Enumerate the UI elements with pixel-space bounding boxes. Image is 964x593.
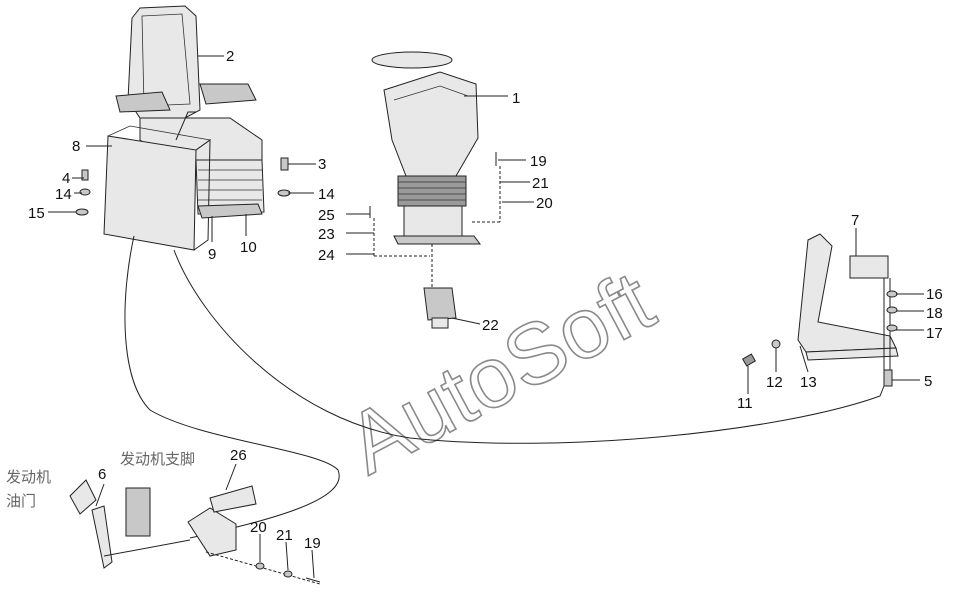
throttle-cable: [173, 249, 885, 444]
part-label-4: 4: [62, 170, 70, 187]
throttle-control-unit: [423, 244, 457, 329]
bolt-set-left-column: [369, 206, 430, 257]
part-label-20-bottom: 20: [250, 519, 267, 536]
engine-bracket-label: 发动机支脚: [120, 450, 195, 468]
part-label-24: 24: [318, 247, 335, 264]
part-label-7: 7: [851, 212, 859, 229]
engine-throttle-label-line2: 油门: [6, 492, 36, 510]
watermark: AutoSoft: [332, 253, 668, 493]
part-label-5: 5: [924, 373, 932, 390]
pedal-bracket: [741, 233, 899, 387]
part-label-3: 3: [318, 156, 326, 173]
part-label-14-left: 14: [55, 186, 72, 203]
part-label-26: 26: [230, 447, 247, 464]
part-label-22: 22: [482, 317, 499, 334]
part-label-12: 12: [766, 374, 783, 391]
part-label-11: 11: [737, 395, 753, 412]
part-label-9: 9: [208, 246, 216, 263]
engine-pedal-assembly: [69, 479, 321, 585]
seat-base-plate: [197, 203, 263, 219]
part-label-25: 25: [318, 207, 335, 224]
part-label-8: 8: [72, 138, 80, 155]
part-label-1: 1: [512, 90, 520, 107]
bolt-set-center: [277, 157, 291, 197]
seat-base-box: [103, 135, 197, 251]
part-label-15: 15: [28, 205, 45, 222]
engine-throttle-label-line1: 发动机: [6, 468, 51, 486]
part-label-21-bottom: 21: [276, 527, 293, 544]
part-label-14-center: 14: [318, 186, 335, 203]
leader-lines: [48, 55, 924, 579]
part-label-18: 18: [926, 305, 943, 322]
part-label-10: 10: [240, 239, 257, 256]
part-label-2: 2: [226, 48, 234, 65]
steering-column: [371, 51, 481, 245]
part-label-23: 23: [318, 226, 335, 243]
part-label-16: 16: [926, 286, 943, 303]
part-label-20-top: 20: [536, 195, 553, 212]
part-label-19-top: 19: [530, 153, 547, 170]
part-label-19-bottom: 19: [304, 535, 321, 552]
part-label-6: 6: [98, 466, 106, 483]
bolt-set-right-column: [470, 152, 501, 223]
part-label-21-top: 21: [532, 175, 549, 192]
part-label-13: 13: [800, 374, 817, 391]
part-label-17: 17: [926, 325, 943, 342]
